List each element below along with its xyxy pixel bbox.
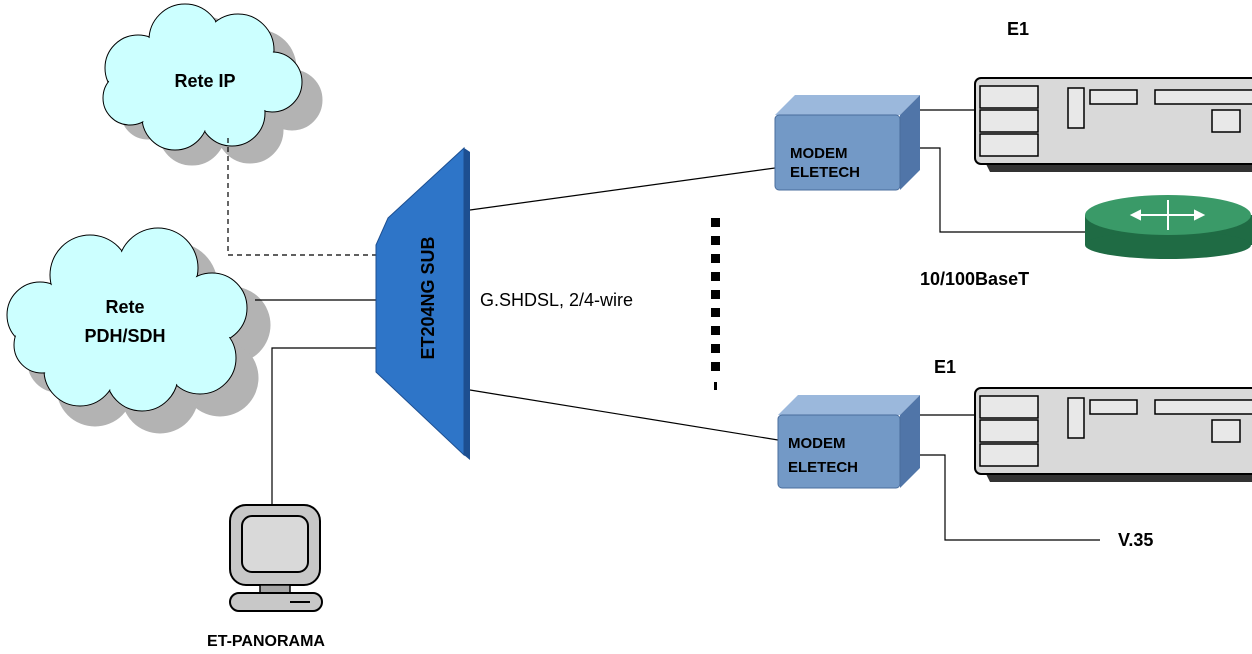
equipment-top-e1: [974, 77, 1252, 172]
switch-side: [464, 148, 470, 460]
switch-et204ng-sub: ET204NG SUB: [375, 146, 470, 460]
cloud-pdh-label-line1: Rete: [105, 297, 144, 317]
modem-bottom: MODEM ELETECH: [777, 395, 920, 489]
ip-dashed-link: [227, 138, 376, 256]
cloud-rete-ip-fill: [104, 5, 301, 149]
switch-face: [375, 146, 465, 457]
cloud-rete-ip: Rete IP: [102, 3, 323, 166]
modem-top-label-line1: MODEM: [790, 145, 848, 162]
bottom-e1-label: E1: [934, 357, 956, 377]
terminal-base: [229, 592, 323, 612]
right-connections: [920, 109, 1100, 541]
bottom-modem-to-v35: [920, 454, 1100, 541]
v35-label: V.35: [1118, 530, 1153, 550]
modem-bottom-face: [777, 414, 901, 489]
top-e1-label: E1: [1007, 19, 1029, 39]
link-to-top-modem: [469, 167, 776, 211]
modem-top-label-line2: ELETECH: [790, 164, 860, 181]
modem-top-side: [900, 95, 920, 190]
terminal-screen: [241, 515, 309, 573]
router: [1085, 195, 1252, 259]
panorama-link: [271, 347, 376, 510]
modem-bottom-label-line2: ELETECH: [788, 459, 858, 476]
cloud-rete-ip-label: Rete IP: [174, 71, 235, 91]
equipment-bottom-e1: [974, 387, 1252, 482]
modem-bottom-top: [778, 395, 920, 415]
top-modem-to-router: [920, 147, 1085, 233]
terminal-computer: [229, 504, 323, 612]
cloud-pdh-fill: [8, 229, 246, 410]
link-label: G.SHDSL, 2/4-wire: [480, 290, 633, 310]
ethernet-label: 10/100BaseT: [920, 269, 1029, 289]
modem-bottom-side: [900, 395, 920, 488]
link-to-bottom-modem: [469, 389, 779, 441]
ellipsis-dots: [711, 218, 720, 390]
modem-top: MODEM ELETECH: [774, 95, 920, 191]
cloud-rete-pdh-sdh: Rete PDH/SDH: [6, 227, 271, 434]
modem-top-face: [774, 114, 901, 191]
modem-top-top: [775, 95, 920, 115]
terminal-label: ET-PANORAMA: [207, 633, 325, 650]
left-connections: [227, 138, 376, 510]
modem-bottom-label-line1: MODEM: [788, 435, 846, 452]
switch-label: ET204NG SUB: [418, 236, 438, 359]
modem-links: [469, 167, 779, 441]
cloud-pdh-label-line2: PDH/SDH: [84, 326, 165, 346]
